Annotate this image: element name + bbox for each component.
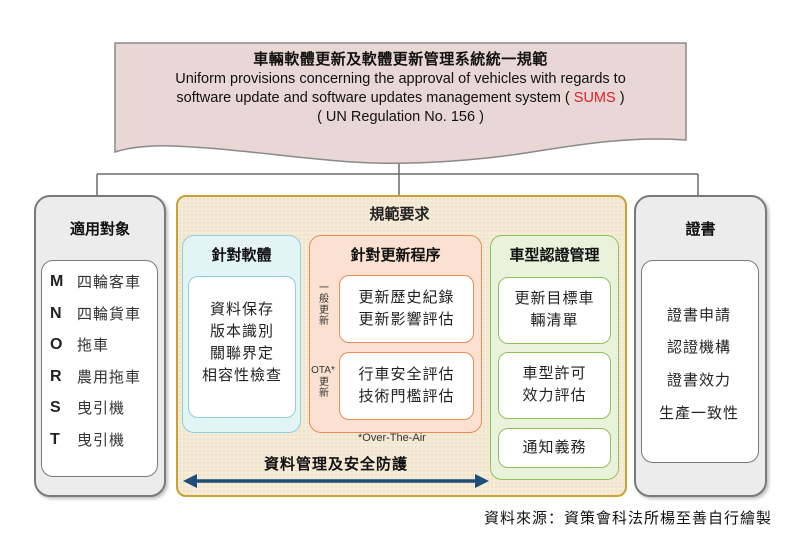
title-chinese: 車輛軟體更新及軟體更新管理系統統一規範 xyxy=(253,50,548,68)
ota-update-item: 技術門檻評估 xyxy=(358,387,455,405)
title-english-line2-prefix: software update and software updates man… xyxy=(176,90,570,106)
title-english-line2: software update and software updates man… xyxy=(112,89,689,108)
vehicle-category-label: 拖車 xyxy=(77,336,110,354)
vehicle-category-letter: R xyxy=(50,367,62,385)
sums-acronym: SUMS xyxy=(573,90,616,106)
certificate-list xyxy=(641,260,759,463)
applies-title: 適用對象 xyxy=(69,220,130,238)
requirements-title: 規範要求 xyxy=(369,205,430,223)
vehicle-category-letter: M xyxy=(50,273,64,290)
update-process-title: 針對更新程序 xyxy=(350,246,441,264)
software-items: 資料保存 版本識別 關聯界定 相容性檢查 xyxy=(188,276,296,418)
vehicle-category-letter: T xyxy=(50,430,60,448)
vehicle-category-label: 四輪客車 xyxy=(77,273,142,291)
type-approval-box-notification: 通知義務 xyxy=(498,428,611,468)
software-title: 針對軟體 xyxy=(211,246,272,264)
vehicle-category-letter: S xyxy=(50,399,61,416)
general-update-item: 更新歷史紀錄 xyxy=(358,288,455,306)
double-arrow-icon xyxy=(183,474,489,488)
certificate-title: 證書 xyxy=(685,220,716,238)
applies-list xyxy=(41,260,158,477)
vehicle-category-letter: N xyxy=(50,304,62,322)
certificate-item: 認證機構 xyxy=(666,338,731,356)
source-caption: 資料來源：資策會科法所楊至善自行繪製 xyxy=(483,509,772,527)
general-update-label: 一般更新 xyxy=(319,283,329,327)
type-approval-item: 更新目標車 xyxy=(514,289,595,307)
type-approval-item: 通知義務 xyxy=(522,438,587,456)
title-banner: 車輛軟體更新及軟體更新管理系統統一規範 Uniform provisions c… xyxy=(112,40,689,170)
vehicle-category-letter: O xyxy=(50,336,63,353)
title-english-line2-suffix: ) xyxy=(619,90,625,106)
ota-update-box: 行車安全評估 技術門檻評估 xyxy=(339,352,474,420)
title-english-line1: Uniform provisions concerning the approv… xyxy=(175,71,626,87)
ota-update-item: 行車安全評估 xyxy=(358,365,455,383)
certificate-item: 證書效力 xyxy=(666,371,731,389)
vehicle-category-label: 曳引機 xyxy=(77,430,126,449)
ota-label-prefix: OTA* xyxy=(311,365,335,376)
general-update-box: 更新歷史紀錄 更新影響評估 xyxy=(339,275,474,343)
software-item: 相容性檢查 xyxy=(201,366,282,384)
vehicle-category-label: 曳引機 xyxy=(77,399,126,417)
software-item: 版本識別 xyxy=(209,322,274,340)
type-approval-item: 效力評估 xyxy=(522,386,587,404)
type-approval-title: 車型認證管理 xyxy=(509,246,600,264)
general-update-item: 更新影響評估 xyxy=(358,310,455,328)
vehicle-category-label: 農用拖車 xyxy=(77,367,142,386)
type-approval-box-validity: 車型許可 效力評估 xyxy=(498,352,611,419)
title-english-line3: ( UN Regulation No. 156 ) xyxy=(317,109,484,125)
software-item: 資料保存 xyxy=(209,300,274,318)
certificate-item: 生產一致性 xyxy=(658,404,739,422)
vehicle-category-label: 四輪貨車 xyxy=(77,304,142,323)
type-approval-item: 車型許可 xyxy=(522,364,587,382)
banner-shape xyxy=(114,42,687,165)
type-approval-box-vehicle-list: 更新目標車 輛清單 xyxy=(498,277,611,344)
data-management-label: 資料管理及安全防護 xyxy=(263,455,408,473)
ota-footnote: *Over-The-Air xyxy=(358,432,426,444)
type-approval-item: 輛清單 xyxy=(530,311,579,329)
software-item: 關聯界定 xyxy=(209,344,274,362)
certificate-item: 證書申請 xyxy=(666,306,731,324)
ota-update-label: 更新 xyxy=(319,377,329,399)
